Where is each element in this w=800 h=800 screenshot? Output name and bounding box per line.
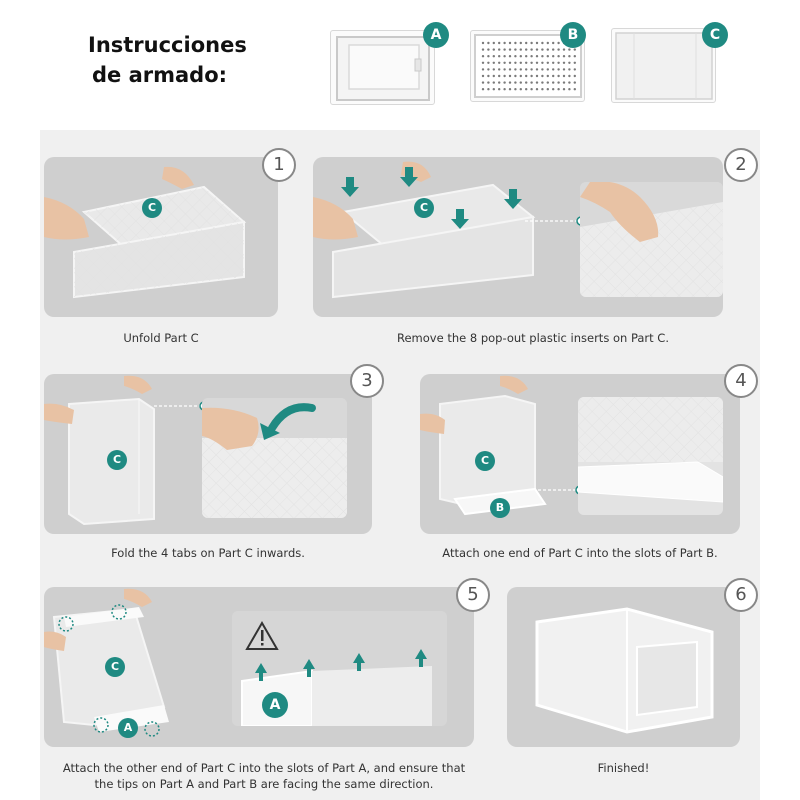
step-3-part-c-label: C <box>107 450 127 470</box>
step-4-caption: Attach one end of Part C into the slots … <box>442 546 718 560</box>
part-a-badge: A <box>423 22 449 48</box>
part-c-badge: C <box>702 22 728 48</box>
step-5-caption: Attach the other end of Part C into the … <box>44 760 484 792</box>
step-5-part-c-label: C <box>105 657 125 677</box>
step-4-detail <box>578 397 723 515</box>
step-5-caption-line-1: Attach the other end of Part C into the … <box>62 761 466 775</box>
step-3-number: 3 <box>350 364 384 398</box>
step-1-caption: Unfold Part C <box>123 331 199 345</box>
step-1-part-c-label: C <box>142 198 162 218</box>
step-4-part-b-label: B <box>490 498 510 518</box>
step-5-detail-part-a-label: A <box>262 692 288 718</box>
step-5-caption-line-2: the tips on Part A and Part B are facing… <box>94 777 434 791</box>
step-2-caption: Remove the 8 pop-out plastic inserts on … <box>397 331 669 345</box>
step-2-number: 2 <box>724 148 758 182</box>
title-line-2: de armado: <box>92 63 228 87</box>
step-5-number: 5 <box>456 578 490 612</box>
step-5-part-a-label: A <box>118 718 138 738</box>
step-4-part-c-label: C <box>475 451 495 471</box>
step-3-caption: Fold the 4 tabs on Part C inwards. <box>111 546 305 560</box>
step-2-part-c-label: C <box>414 198 434 218</box>
arrow-up-icon <box>255 649 427 681</box>
step-1-panel <box>44 157 278 317</box>
step-6-number: 6 <box>724 578 758 612</box>
part-c-image <box>611 28 716 103</box>
arrow-down-icon <box>341 167 522 229</box>
step-2-detail <box>580 182 723 297</box>
part-b-badge: B <box>560 22 586 48</box>
step-1-number: 1 <box>262 148 296 182</box>
title-line-1: Instrucciones <box>88 33 247 57</box>
step-6-panel <box>507 587 740 747</box>
step-3-detail <box>202 398 347 518</box>
step-6-caption: Finished! <box>597 761 650 775</box>
warning-icon <box>245 620 279 650</box>
part-a-image <box>330 30 435 105</box>
step-4-number: 4 <box>724 364 758 398</box>
curved-arrow-icon <box>268 403 316 432</box>
page-title: Instrucciones de armado: <box>88 30 288 90</box>
